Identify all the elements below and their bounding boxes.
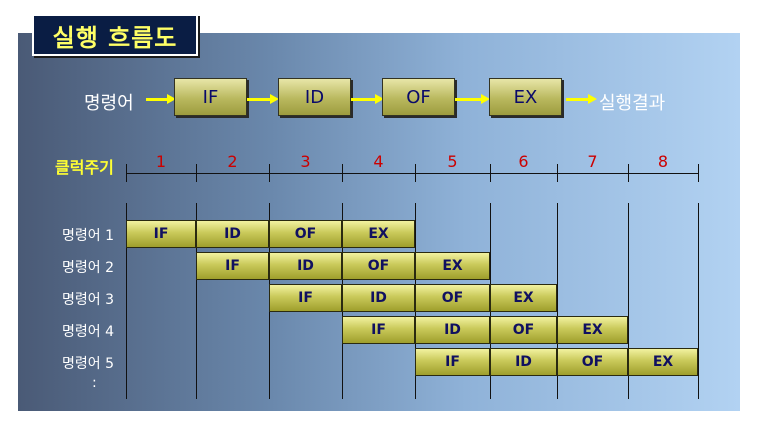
instruction-label-1: 명령어 1 <box>62 228 114 244</box>
flow-stage-id: ID <box>278 78 351 116</box>
clock-label: 클럭주기 <box>55 158 114 177</box>
grid-line <box>628 203 629 399</box>
stage-cell-id: ID <box>342 284 415 312</box>
stage-cell-id: ID <box>196 220 269 248</box>
stage-cell-of: OF <box>490 316 557 344</box>
flow-output-label: 실행결과 <box>599 93 666 114</box>
stage-cell-ex: EX <box>557 316 628 344</box>
clock-cycle-8: 8 <box>657 152 669 171</box>
clock-cycle-4: 4 <box>373 152 384 171</box>
clock-tick <box>196 164 197 182</box>
flow-input-label: 명령어 <box>84 93 134 114</box>
clock-cycle-3: 3 <box>300 152 311 171</box>
clock-tick <box>126 164 127 182</box>
instruction-label-2: 명령어 2 <box>62 260 114 276</box>
continuation-dots: : <box>92 375 97 391</box>
clock-cycle-1: 1 <box>155 152 167 171</box>
stage-cell-ex: EX <box>628 348 698 376</box>
clock-cycle-5: 5 <box>447 152 458 171</box>
stage-cell-of: OF <box>557 348 628 376</box>
flow-stage-if: IF <box>174 78 247 116</box>
diagram-title: 실행 흐름도 <box>52 23 178 52</box>
clock-cycle-7: 7 <box>587 152 598 171</box>
stage-cell-ex: EX <box>415 252 490 280</box>
stage-cell-if: IF <box>415 348 490 376</box>
clock-cycle-6: 6 <box>518 152 529 171</box>
clock-tick <box>698 164 699 182</box>
flow-arrow <box>566 94 597 104</box>
flow-arrow <box>455 94 490 104</box>
clock-cycle-2: 2 <box>227 152 238 171</box>
grid-line <box>698 203 699 399</box>
flow-arrow <box>247 94 279 104</box>
stage-cell-id: ID <box>490 348 557 376</box>
clock-tick <box>342 164 343 182</box>
stage-cell-of: OF <box>342 252 415 280</box>
grid-line <box>196 203 197 399</box>
title-box: 실행 흐름도 <box>32 14 198 56</box>
flow-stage-of: OF <box>382 78 455 116</box>
stage-cell-if: IF <box>126 220 196 248</box>
clock-tick <box>628 164 629 182</box>
clock-tick <box>490 164 491 182</box>
stage-cell-if: IF <box>269 284 342 312</box>
flow-arrow <box>146 94 176 104</box>
stage-cell-ex: EX <box>490 284 557 312</box>
stage-cell-id: ID <box>415 316 490 344</box>
grid-line <box>557 203 558 399</box>
clock-axis <box>126 173 698 174</box>
stage-cell-of: OF <box>415 284 490 312</box>
instruction-label-5: 명령어 5 <box>62 356 114 372</box>
stage-cell-of: OF <box>269 220 342 248</box>
instruction-label-4: 명령어 4 <box>62 324 114 340</box>
clock-tick <box>269 164 270 182</box>
stage-cell-ex: EX <box>342 220 415 248</box>
flow-arrow <box>351 94 384 104</box>
stage-cell-id: ID <box>269 252 342 280</box>
flow-stage-ex: EX <box>489 78 562 116</box>
grid-line <box>126 203 127 399</box>
stage-cell-if: IF <box>196 252 269 280</box>
clock-tick <box>415 164 416 182</box>
clock-tick <box>557 164 558 182</box>
stage-cell-if: IF <box>342 316 415 344</box>
instruction-label-3: 명령어 3 <box>62 292 114 308</box>
